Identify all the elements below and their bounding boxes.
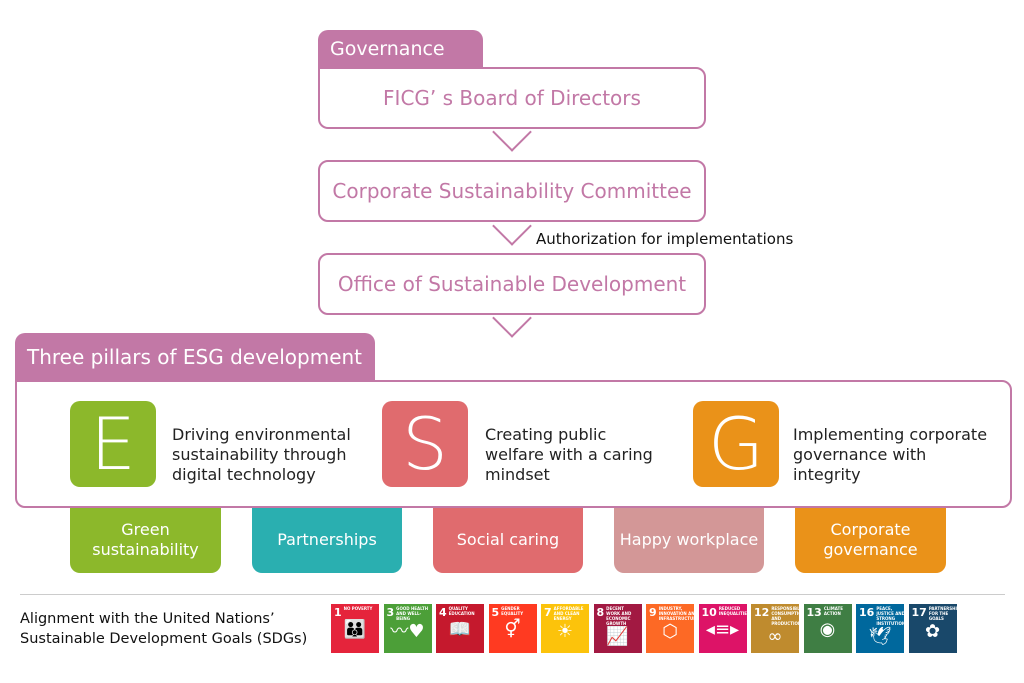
board-of-directors-box: FICG’ s Board of Directors (318, 67, 706, 129)
pillar-g-badge: G (693, 401, 779, 487)
infinity-icon: ∞ (767, 626, 783, 647)
book-icon: 📖 (448, 619, 472, 640)
eye-globe-icon: ◉ (819, 619, 836, 640)
theme-social-caring: Social caring (433, 500, 583, 573)
sdg-title: NO POVERTY (343, 606, 373, 611)
sdg-number: 16 (859, 606, 875, 619)
governance-tab: Governance (318, 30, 483, 68)
sdg-title: REDUCED INEQUALITIES (718, 606, 750, 616)
sdg-title: DECENT WORK AND ECONOMIC GROWTH (606, 606, 632, 626)
sdg-number: 7 (544, 606, 552, 619)
sdg-number: 3 (386, 606, 395, 619)
heartbeat-icon: 〰♥ (390, 621, 425, 642)
sdg-title: QUALITY EDUCATION (448, 606, 475, 616)
sdg-title: GOOD HEALTH AND WELL-BEING (396, 606, 429, 621)
sdg-title: RESPONSIBLE CONSUMPTION AND PRODUCTION (771, 606, 806, 626)
sdg-label: Alignment with the United Nations’ Susta… (20, 611, 308, 647)
pillars-tab: Three pillars of ESG development (15, 333, 375, 381)
sdg-number: 9 (649, 606, 657, 619)
cubes-icon: ⬡ (662, 621, 678, 642)
sdg-number: 4 (439, 606, 447, 619)
sdg-number: 17 (911, 606, 927, 619)
sdg-title: PEACE, JUSTICE AND STRONG INSTITUTIONS (876, 606, 909, 626)
sustainable-development-office-box: Office of Sustainable Development (318, 253, 706, 315)
authorization-label: Authorization for implementations (536, 230, 794, 248)
sdg-title: CLIMATE ACTION (823, 606, 844, 616)
sdg-number: 13 (806, 606, 822, 619)
dove-icon: 🕊 (868, 626, 892, 647)
sustainability-committee-box: Corporate Sustainability Committee (318, 160, 706, 222)
growth-chart-icon: 📈 (606, 626, 629, 647)
pillar-g-text: Implementing corporate governance with i… (793, 425, 988, 484)
theme-happy-workplace: Happy workplace (614, 500, 764, 573)
rings-icon: ✿ (924, 621, 941, 642)
sdg-number: 8 (596, 606, 605, 619)
sdg-title: AFFORDABLE AND CLEAN ENERGY (553, 606, 584, 621)
sdg-number: 10 (701, 606, 717, 619)
pillars-box (15, 380, 1012, 508)
gender-icon: ⚥ (504, 619, 521, 640)
theme-green-sustainability: Green sustainability (70, 500, 221, 573)
people-icon: 👪 (343, 619, 367, 640)
sdg-title: GENDER EQUALITY (501, 606, 524, 616)
sdg-number: 1 (334, 606, 342, 619)
pillar-e-text: Driving environmental sustainability thr… (172, 425, 351, 484)
pillar-s-badge: S (382, 401, 468, 487)
theme-corporate-governance: Corporate governance (795, 500, 946, 573)
sdg-number: 12 (754, 606, 770, 619)
sun-icon: ☀ (556, 621, 574, 642)
divider (20, 594, 1005, 595)
pillar-s-text: Creating public welfare with a caring mi… (485, 425, 653, 484)
sdg-number: 5 (491, 606, 500, 619)
sdg-title: INDUSTRY, INNOVATION AND INFRASTRUCTURE (658, 606, 700, 621)
pillar-e-badge: E (70, 401, 156, 487)
sdg-title: PARTNERSHIPS FOR THE GOALS (928, 606, 963, 621)
equality-arrows-icon: ◂≡▸ (705, 619, 740, 640)
theme-partnerships: Partnerships (252, 500, 402, 573)
